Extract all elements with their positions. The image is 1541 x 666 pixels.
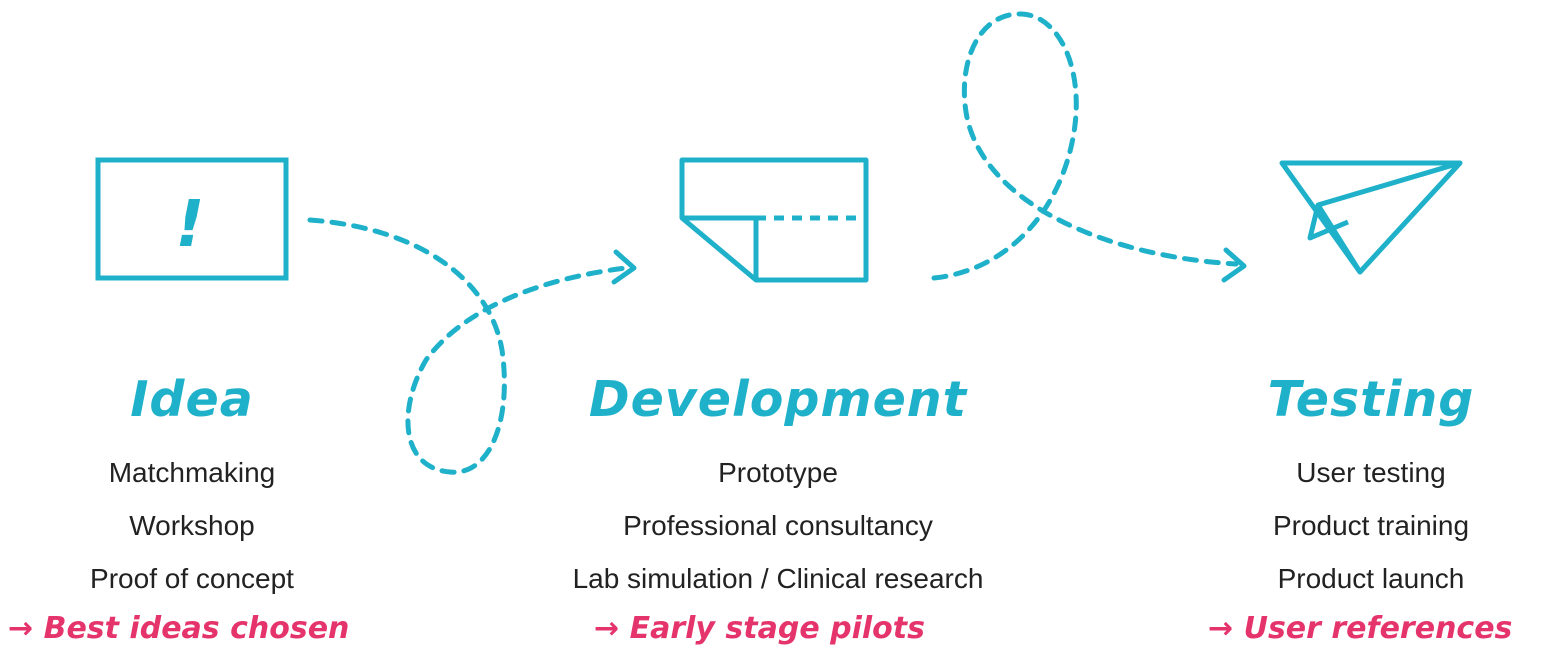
stage-item: Matchmaking (108, 457, 276, 488)
folded-paper-icon (679, 157, 869, 283)
stage-idea: Idea Matchmaking Workshop Proof of conce… (0, 372, 462, 605)
stage-title: Testing (1267, 371, 1475, 428)
stage-item: Lab simulation / Clinical research (572, 563, 984, 594)
stage-item: Workshop (129, 510, 255, 541)
stage-outcome: → Early stage pilots (594, 611, 925, 646)
stage-title: Idea (130, 371, 254, 428)
stage-item: Professional consultancy (623, 510, 933, 541)
arrowhead-1 (611, 249, 637, 285)
stage-item: Prototype (718, 457, 838, 488)
stage-item: Proof of concept (90, 563, 294, 594)
stage-outcome: → User references (1208, 611, 1513, 646)
arrowhead-2 (1221, 247, 1247, 283)
stage-item-list: Matchmaking Workshop Proof of concept (0, 446, 462, 605)
stage-title: Development (588, 371, 968, 428)
stage-item: Product launch (1277, 563, 1465, 594)
stage-testing: Testing User testing Product training Pr… (1101, 372, 1541, 605)
paper-plane-icon (1279, 160, 1463, 275)
dashed-connector-2 (931, 11, 1239, 281)
lightbulb-card-icon: ! (95, 157, 289, 281)
stage-item: Product training (1272, 510, 1470, 541)
stage-item-list: User testing Product training Product la… (1101, 446, 1541, 605)
svg-text:!: ! (175, 188, 204, 262)
stage-item: User testing (1296, 457, 1446, 488)
stage-outcome: → Best ideas chosen (8, 611, 350, 646)
dashed-connector-1 (307, 217, 629, 475)
stage-item-list: Prototype Professional consultancy Lab s… (508, 446, 1048, 605)
stage-development: Development Prototype Professional consu… (508, 372, 1048, 605)
